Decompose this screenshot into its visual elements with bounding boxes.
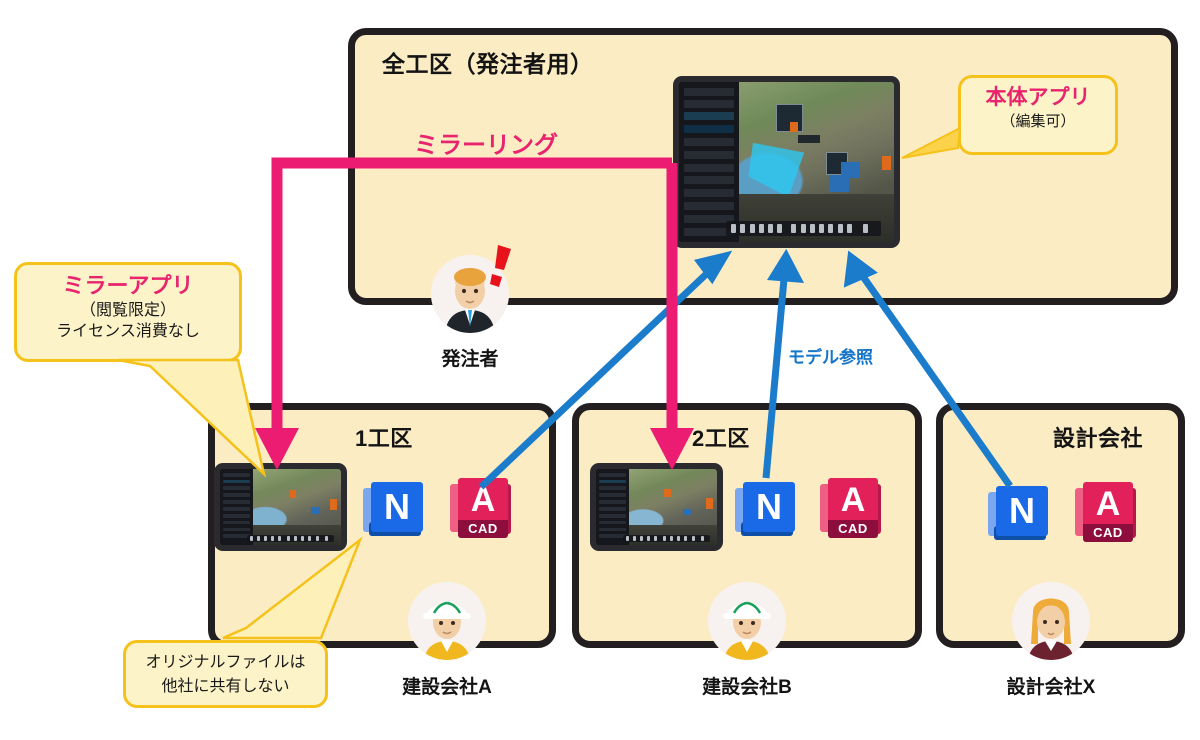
- tablet-screen-main: [679, 82, 894, 242]
- leader-mirror-app: [117, 358, 267, 478]
- callout-mirror-app-headline: ミラーアプリ: [62, 273, 194, 298]
- tablet-sidebar-section-1: [220, 469, 253, 545]
- tablet-3d-model-main: [739, 82, 894, 242]
- autocad-cad-label: CAD: [458, 520, 508, 538]
- leader-original-file: [222, 536, 363, 640]
- callout-mirror-app: ミラーアプリ （閲覧限定） ライセンス消費なし: [14, 262, 242, 362]
- tablet-toolbar-section-2: [622, 535, 710, 542]
- arrow-head-section2-to-main: [767, 248, 805, 283]
- callout-mirror-app-sub2: ライセンス消費なし: [56, 323, 200, 340]
- arrow-line-design-to-main: [854, 265, 1013, 489]
- autocad-glyph: A: [1083, 482, 1133, 526]
- label-mirroring: ミラーリング: [414, 132, 558, 159]
- zone-title-design-company: 設計会社: [1053, 426, 1144, 451]
- navisworks-icon-section-2[interactable]: N: [735, 482, 797, 538]
- label-model-reference: モデル参照: [788, 348, 873, 367]
- tablet-sidebar-section-2: [596, 469, 629, 545]
- autocad-icon-section-2[interactable]: A CAD: [820, 478, 884, 540]
- zone-title-section-2: 2工区: [692, 426, 750, 451]
- callout-original-file-line1: オリジナルファイルは: [145, 654, 306, 671]
- arrow-head-mirror-to-section1: [255, 428, 299, 470]
- navisworks-glyph: N: [371, 482, 423, 532]
- tablet-3d-model-section-1: [252, 469, 341, 545]
- tablet-toolbar-main: [726, 221, 882, 236]
- arrow-line-mirror-to-section1: [271, 157, 672, 437]
- avatar-construction-company-a: [408, 582, 486, 660]
- avatar-design-company-x: [1012, 582, 1090, 660]
- arrow-head-design-to-main: [843, 250, 878, 288]
- callout-mirror-app-sub1: （閲覧限定）: [79, 302, 176, 319]
- navisworks-glyph: N: [743, 482, 795, 532]
- arrow-head-mirror-to-section2: [650, 428, 694, 470]
- callout-original-file-line2: 他社に共有しない: [161, 678, 290, 695]
- arrow-head-section1-to-main: [694, 250, 733, 285]
- autocad-icon-design-company[interactable]: A CAD: [1075, 482, 1139, 544]
- arrow-line-section1-to-main: [478, 259, 722, 490]
- callout-main-app: 本体アプリ （編集可）: [958, 75, 1118, 155]
- label-construction-company-b: 建設会社B: [702, 677, 792, 698]
- tablet-mirror-section-2: [590, 463, 723, 551]
- tablet-main-app: [673, 76, 900, 248]
- avatar-construction-company-b: [708, 582, 786, 660]
- autocad-cad-label: CAD: [1083, 524, 1133, 542]
- exclamation-badge: [490, 245, 511, 287]
- callout-original-file: オリジナルファイルは 他社に共有しない: [123, 640, 328, 708]
- tablet-toolbar-section-1: [246, 535, 334, 542]
- leader-main-app: [901, 126, 962, 159]
- navisworks-icon-section-1[interactable]: N: [363, 482, 425, 538]
- arrow-line-section2-to-main: [762, 267, 789, 479]
- tablet-mirror-section-1: [214, 463, 347, 551]
- zone-title-section-1: 1工区: [355, 426, 413, 451]
- label-design-company-x: 設計会社X: [1006, 677, 1096, 698]
- label-construction-company-a: 建設会社A: [402, 677, 492, 698]
- tablet-screen-section-1: [220, 469, 341, 545]
- callout-main-app-sub: （編集可）: [1000, 113, 1076, 130]
- zone-title-all-sections: 全工区（発注者用）: [382, 51, 594, 77]
- autocad-cad-label: CAD: [828, 520, 878, 538]
- callout-main-app-headline: 本体アプリ: [985, 86, 1091, 109]
- tablet-screen-section-2: [596, 469, 717, 545]
- autocad-glyph: A: [828, 478, 878, 522]
- navisworks-glyph: N: [996, 486, 1048, 536]
- label-client: 発注者: [441, 349, 499, 370]
- navisworks-icon-design-company[interactable]: N: [988, 486, 1050, 542]
- avatar-client: [431, 255, 509, 333]
- tablet-sidebar-main: [679, 82, 740, 242]
